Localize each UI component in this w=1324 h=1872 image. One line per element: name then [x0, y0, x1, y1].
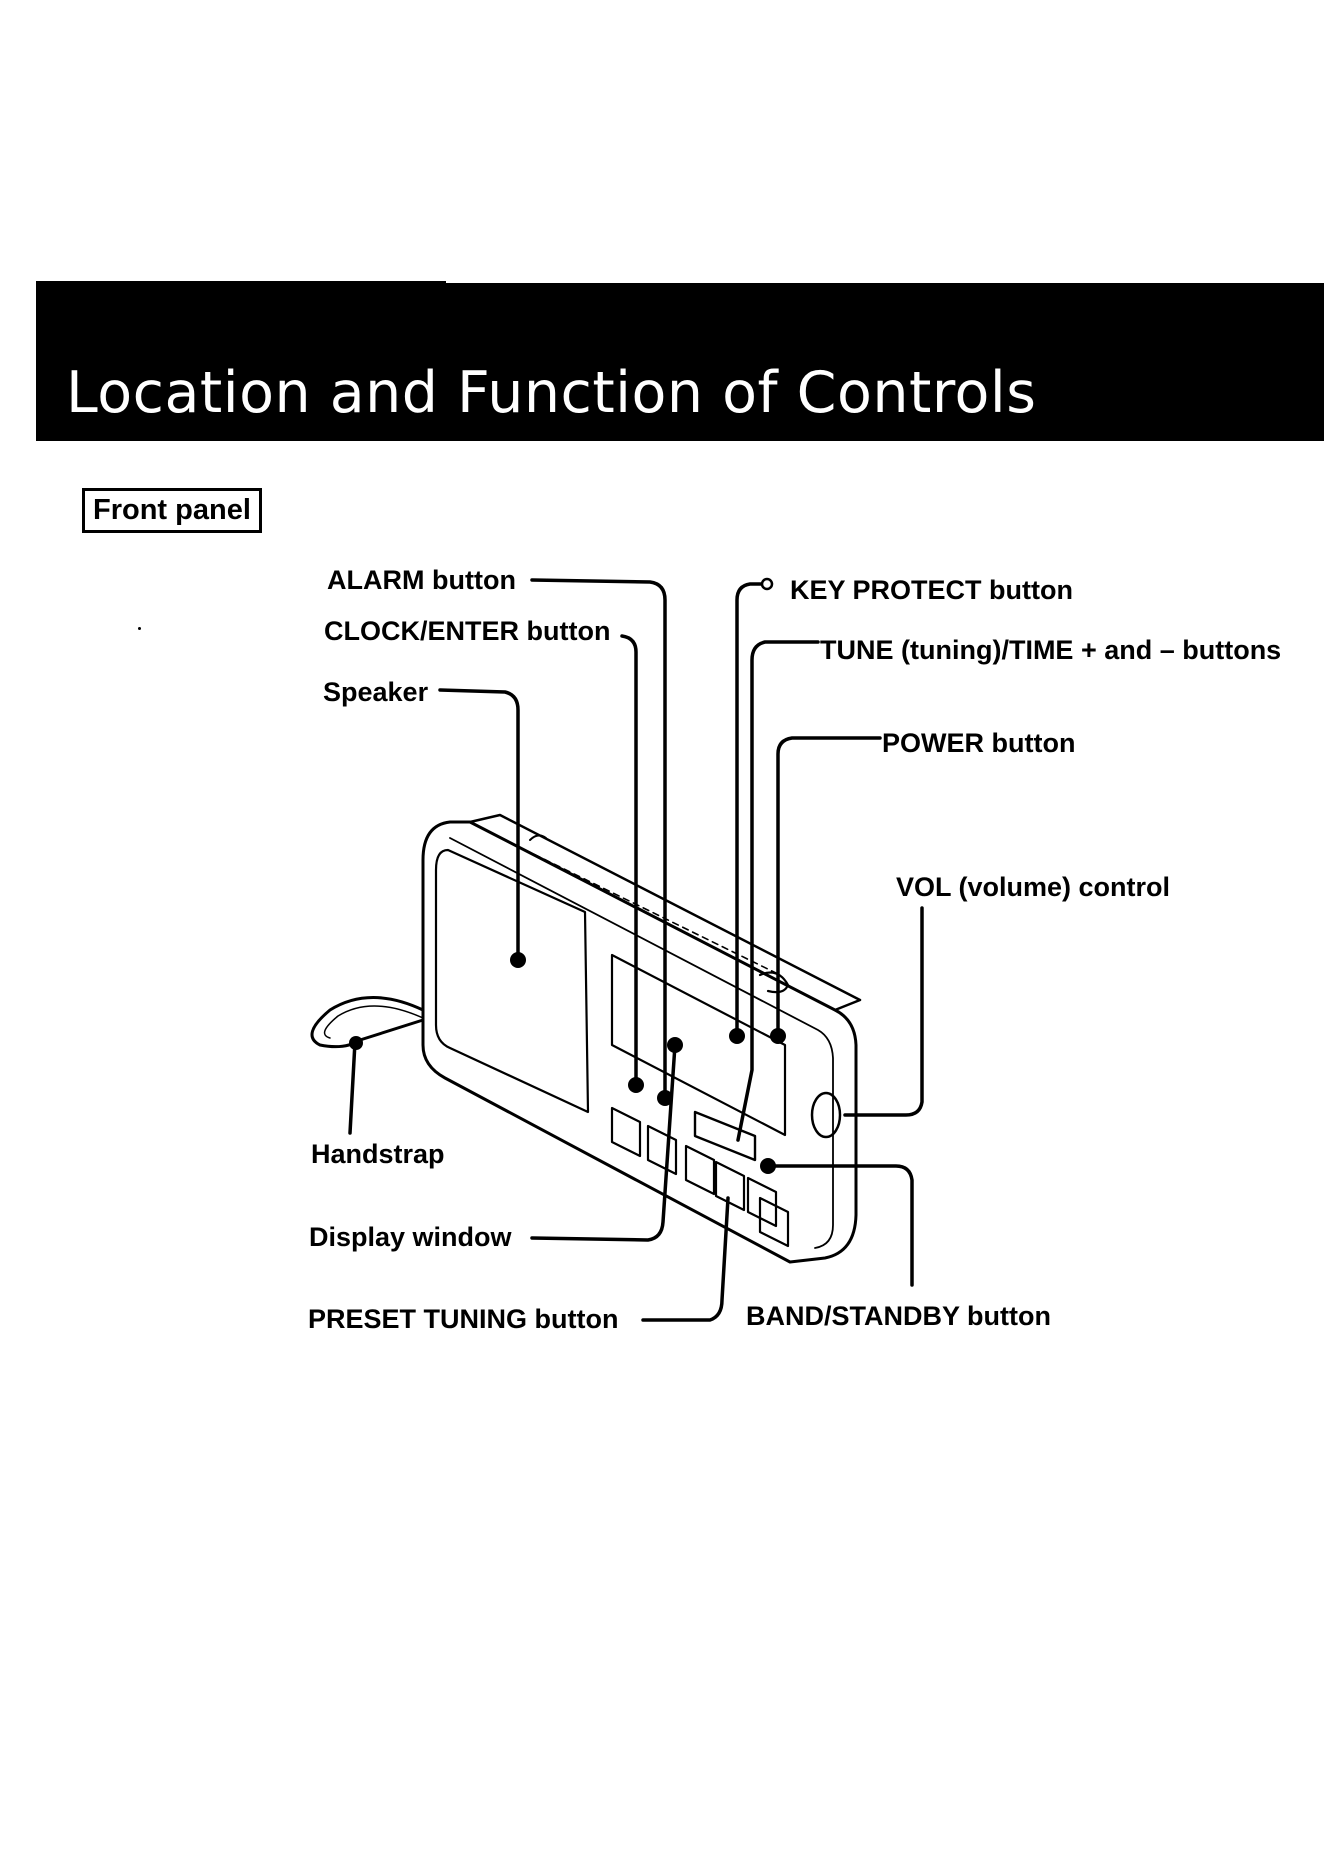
leader-preset-tuning [643, 1198, 728, 1320]
handstrap-loop [312, 998, 423, 1047]
leader-band-standby [768, 1166, 912, 1285]
leader-clock-enter [622, 636, 636, 1080]
leader-display-window [532, 1045, 675, 1240]
endpoint-speaker [510, 952, 526, 968]
callout-clock-enter-button: CLOCK/ENTER button [324, 618, 610, 645]
preset-button-4 [716, 1162, 744, 1210]
preset-button-5 [748, 1178, 776, 1226]
callout-power-button: POWER button [882, 730, 1075, 757]
display-window-outline [612, 955, 785, 1135]
preset-button-1 [612, 1108, 640, 1156]
callout-preset-tuning-button: PRESET TUNING button [308, 1306, 618, 1333]
leader-alarm [532, 580, 665, 1092]
callout-tune-time-buttons: TUNE (tuning)/TIME + and – buttons [820, 637, 1281, 664]
endpoint-clock-enter [628, 1077, 644, 1093]
endpoint-handstrap [349, 1036, 363, 1050]
endpoint-band-standby [760, 1158, 776, 1174]
preset-button-3 [686, 1146, 714, 1194]
preset-button-2 [648, 1126, 676, 1174]
callout-alarm-button: ALARM button [327, 567, 516, 594]
callout-key-protect-button: KEY PROTECT button [790, 577, 1073, 604]
speaker-grille [436, 850, 588, 1112]
endpoint-key-protect [729, 1028, 745, 1044]
volume-wheel [812, 1093, 840, 1137]
callout-speaker: Speaker [323, 679, 428, 706]
endpoint-display-window [667, 1037, 683, 1053]
callout-display-window: Display window [309, 1224, 512, 1251]
endpoint-power [770, 1028, 786, 1044]
endpoint-alarm [657, 1090, 673, 1106]
key-protect-marker [762, 579, 772, 589]
callout-handstrap: Handstrap [311, 1141, 445, 1168]
preset-button-6 [760, 1198, 788, 1246]
leader-power [778, 738, 880, 1030]
callout-band-standby-button: BAND/STANDBY button [746, 1303, 1051, 1330]
tune-rocker [695, 1112, 755, 1160]
handstrap-inner [325, 1006, 423, 1038]
callout-vol-control: VOL (volume) control [896, 874, 1170, 901]
leader-handstrap [350, 1042, 355, 1133]
